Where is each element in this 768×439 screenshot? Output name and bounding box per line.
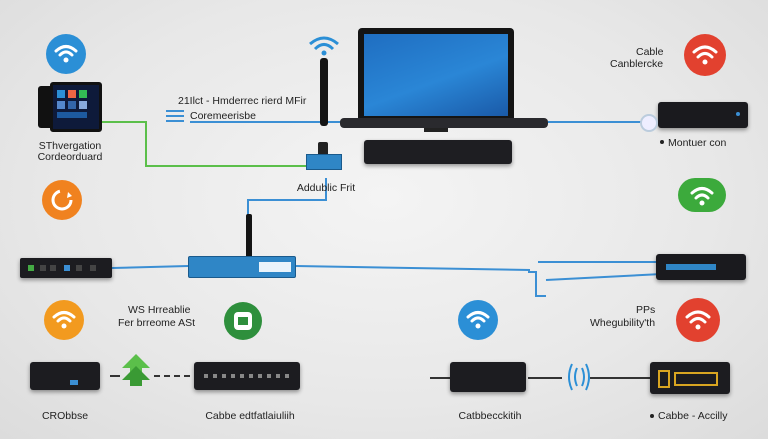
bottom-right-label-dot xyxy=(650,414,654,418)
connector-ring xyxy=(640,114,658,132)
wifi-icon xyxy=(54,45,78,63)
ethernet-badge-green xyxy=(224,302,262,340)
top-center-label-line2: Coremeerisbe xyxy=(190,110,256,122)
switch-to-hub-wire xyxy=(111,265,189,269)
bottom-center-modem xyxy=(450,362,526,392)
desktop-monitor xyxy=(358,28,514,132)
tablet-link-wire xyxy=(98,121,308,167)
bottom-right-device xyxy=(650,362,730,394)
wifi-icon xyxy=(692,45,718,65)
bottom-left-modem xyxy=(30,362,100,390)
tablet-label-line2: Cordeorduard xyxy=(37,151,103,163)
wireless-router-antenna xyxy=(246,214,252,258)
antenna-device xyxy=(306,30,342,130)
network-switch-left xyxy=(20,258,112,278)
wifi-badge-orange-mid-left xyxy=(44,300,84,340)
monitor-screen xyxy=(364,34,508,116)
wifi-icon xyxy=(690,187,714,206)
tablet-device xyxy=(38,82,102,132)
upload-arrow-icon xyxy=(120,352,152,388)
cable-top-label-1: Cable xyxy=(636,46,664,58)
adapter-label: Addublic Frit xyxy=(296,182,356,194)
wifi-badge-red-top-right xyxy=(684,34,726,76)
desktop-stand-base xyxy=(340,118,548,128)
wifi-badge-blue-top-left xyxy=(46,34,86,74)
mid-left-label-2: Fer brreome ASt xyxy=(118,317,196,329)
tablet-label-line1: SThvergation xyxy=(38,140,102,152)
usb-adapter xyxy=(306,142,342,178)
ethernet-icon xyxy=(234,312,252,330)
top-center-label-line1: 21Ilct - Hmderrec rierd MFir xyxy=(178,95,307,107)
mid-left-label-1: WS Hrreablie xyxy=(128,304,191,316)
wifi-badge-blue-center xyxy=(458,300,498,340)
bottom-left-label: CRObbse xyxy=(41,410,89,422)
bottom-cable-label: Cabbe edtfatlaiuliih xyxy=(205,410,295,422)
refresh-badge-orange xyxy=(42,180,82,220)
modem-device-top-right xyxy=(658,102,748,128)
monitor-label: Montuer con xyxy=(668,137,727,149)
bottom-center-label: Catbbecckitih xyxy=(458,410,522,422)
desktop-tower xyxy=(364,140,512,164)
signal-wave-icon xyxy=(564,360,592,394)
monitor-label-dot xyxy=(660,140,664,144)
router-feed-wire-c xyxy=(545,273,663,281)
wifi-icon xyxy=(52,311,76,329)
wifi-icon xyxy=(685,310,711,330)
small-bars xyxy=(166,110,186,122)
wifi-icon xyxy=(466,311,490,329)
refresh-icon xyxy=(51,189,73,211)
wifi-badge-green-right xyxy=(678,178,726,212)
mid-long-wire xyxy=(295,265,531,271)
router-device-right xyxy=(656,254,746,280)
network-switch-center xyxy=(188,256,296,278)
right-pps-label-2: Whegubility'th xyxy=(590,317,656,329)
wifi-icon xyxy=(309,36,339,56)
cable-top-label-2: Canblercke xyxy=(610,58,664,70)
bottom-center-switch xyxy=(194,362,300,390)
right-pps-label-1: PPs xyxy=(636,304,656,316)
router-feed-wire-a xyxy=(528,271,546,297)
bottom-right-label: Cabbe - Accilly xyxy=(658,410,728,422)
wifi-badge-red-bottom-right xyxy=(676,298,720,342)
